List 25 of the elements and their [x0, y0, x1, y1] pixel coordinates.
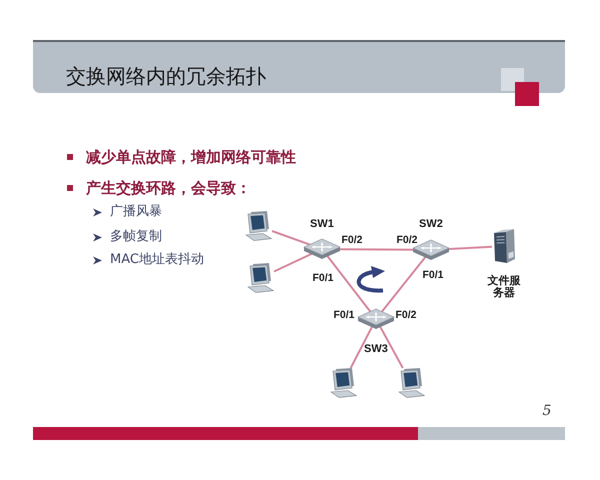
device-label: SW1 — [310, 218, 334, 230]
link-line — [447, 246, 492, 250]
link-line — [326, 255, 372, 313]
device-label: SW2 — [419, 218, 443, 230]
page-number: 5 — [542, 402, 552, 420]
link-line — [340, 248, 414, 251]
device-label: 文件服务器 — [486, 274, 522, 300]
link-line — [274, 252, 313, 272]
port-label: F0/1 — [312, 272, 334, 284]
bullet-text: 产生交换环路，会导致： — [86, 178, 251, 198]
port-label: F0/2 — [342, 234, 363, 246]
list-item: MAC地址表抖动 — [110, 251, 204, 269]
link-line — [350, 326, 373, 368]
device-label: SW3 — [364, 342, 388, 356]
port-label: F0/2 — [396, 309, 417, 321]
port-label: F0/1 — [422, 269, 444, 281]
bullet-text: 减少单点故障，增加网络可靠性 — [86, 147, 296, 167]
port-label: F0/1 — [334, 309, 355, 321]
slide-title: 交换网络内的冗余拓扑 — [66, 64, 266, 88]
port-label: F0/2 — [396, 234, 418, 246]
link-line — [380, 256, 426, 313]
list-item: 多帧复制 — [110, 228, 162, 246]
link-line — [379, 326, 404, 368]
list-item: 广播风暴 — [110, 203, 162, 221]
link-line — [272, 230, 312, 246]
